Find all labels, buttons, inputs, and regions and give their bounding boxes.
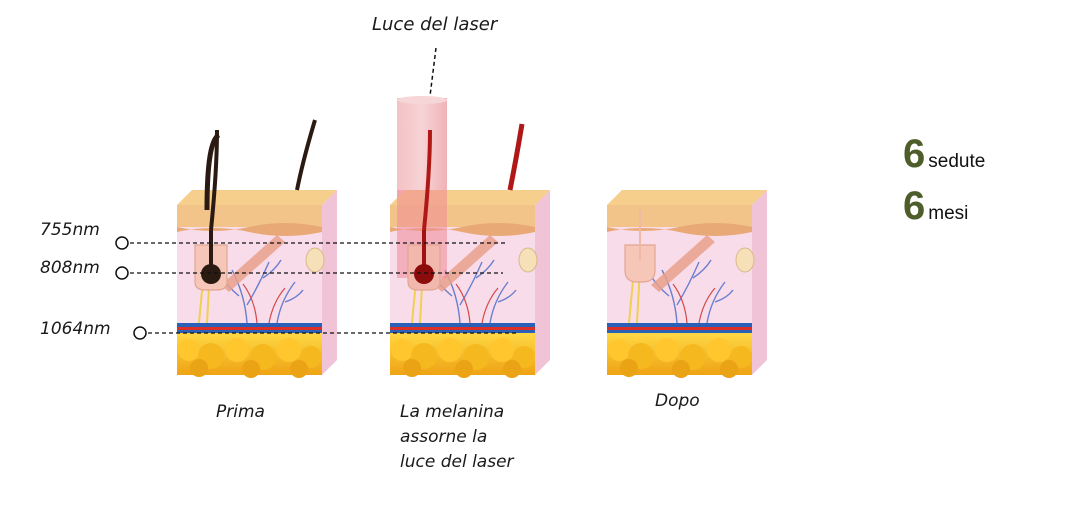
wavelength-808-label: 808nm (40, 258, 100, 278)
stat-months-value: 6 (903, 184, 926, 228)
caption-absorb-line-3: luce del laser (400, 452, 514, 472)
caption-absorb: La melanina assorne la luce del laser (400, 400, 514, 475)
skin-block-before (176, 119, 338, 379)
caption-before: Prima (216, 402, 265, 422)
skin-block-absorb (389, 123, 551, 379)
marker-1064 (133, 326, 147, 340)
stat-months-unit: mesi (928, 203, 969, 224)
caption-absorb-line-2: assorne la (400, 427, 488, 447)
caption-after: Dopo (655, 391, 700, 411)
wavelength-1064-label: 1064nm (40, 319, 111, 339)
wavelength-755-label: 755nm (40, 220, 100, 240)
laser-label: Luce del laser (372, 14, 498, 35)
stat-sessions-unit: sedute (928, 151, 986, 172)
stat-sessions-value: 6 (903, 132, 926, 176)
marker-755 (115, 236, 129, 250)
wavelength-lines (115, 236, 518, 340)
skin-block-after (606, 189, 768, 379)
marker-808 (115, 266, 129, 280)
caption-absorb-line-1: La melanina (400, 402, 505, 422)
